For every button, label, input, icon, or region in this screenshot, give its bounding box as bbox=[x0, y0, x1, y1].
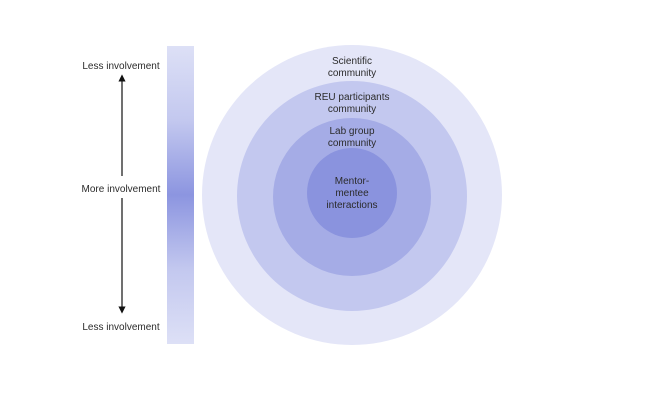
mentor-mentee-core bbox=[307, 148, 397, 238]
more-involvement-label: More involvement bbox=[81, 184, 161, 195]
involvement-gradient-bar bbox=[167, 46, 194, 344]
less-involvement-bottom-label: Less involvement bbox=[82, 322, 160, 333]
less-involvement-top-label: Less involvement bbox=[82, 61, 160, 72]
